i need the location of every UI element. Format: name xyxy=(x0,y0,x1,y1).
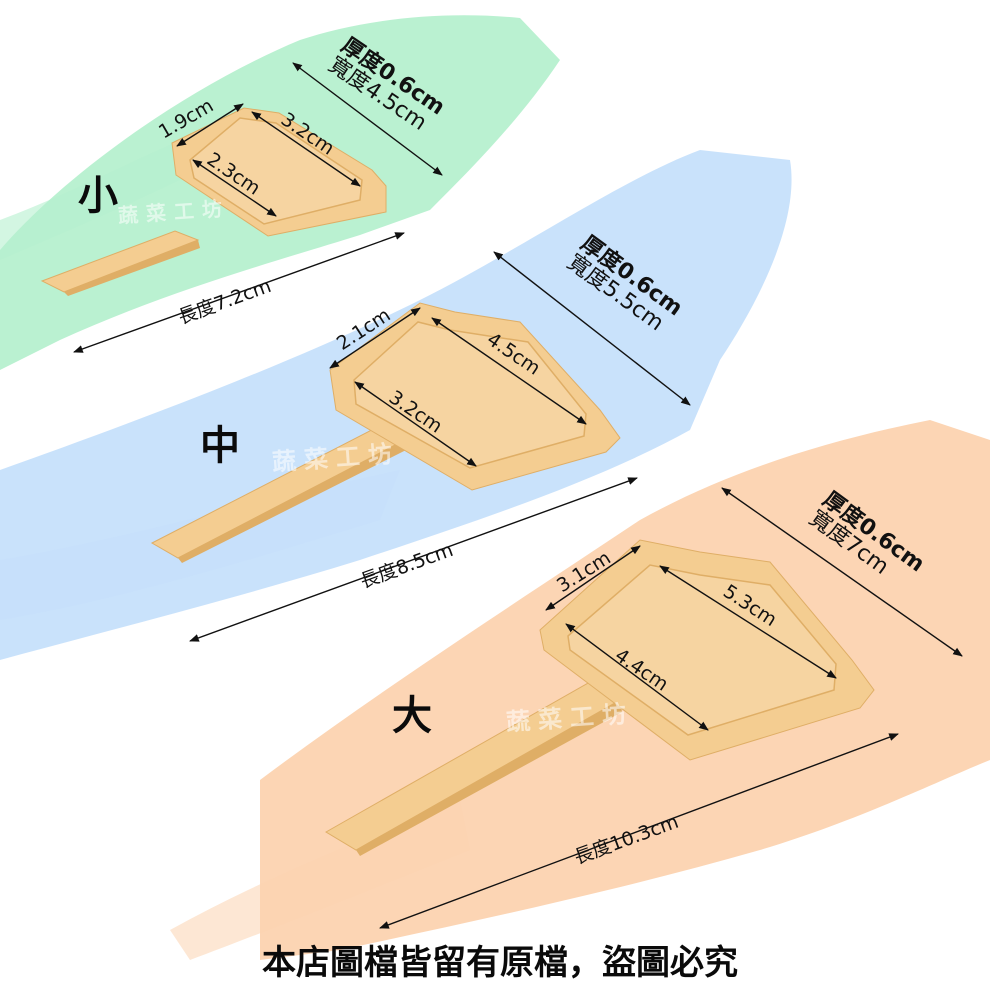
dimension-arrow xyxy=(189,477,638,642)
green-paint-stroke xyxy=(0,120,230,260)
dimension-arrow xyxy=(292,62,443,176)
dimension-arrow xyxy=(659,565,837,679)
dimension-arrow xyxy=(329,307,421,369)
dimension-arrow xyxy=(73,232,405,353)
dimension-arrow xyxy=(379,733,899,929)
size-label-large: 大 xyxy=(392,693,432,739)
size-label-small: 小 xyxy=(78,173,118,219)
dimension-lines xyxy=(73,62,963,929)
dimension-arrow xyxy=(192,159,277,217)
dimension-arrow xyxy=(565,623,709,731)
dimension-arrow xyxy=(251,111,361,187)
paint-strokes xyxy=(0,15,990,960)
dimension-arrow xyxy=(721,487,963,657)
dimension-arrow xyxy=(354,381,477,467)
dimension-arrow xyxy=(431,317,587,425)
size-label-medium: 中 xyxy=(200,423,240,469)
dimension-arrow xyxy=(493,251,691,406)
dimension-arrow xyxy=(176,103,244,147)
copyright-notice: 本店圖檔皆留有原檔，盜圖必究 xyxy=(262,943,738,983)
dimension-arrow xyxy=(545,545,641,611)
